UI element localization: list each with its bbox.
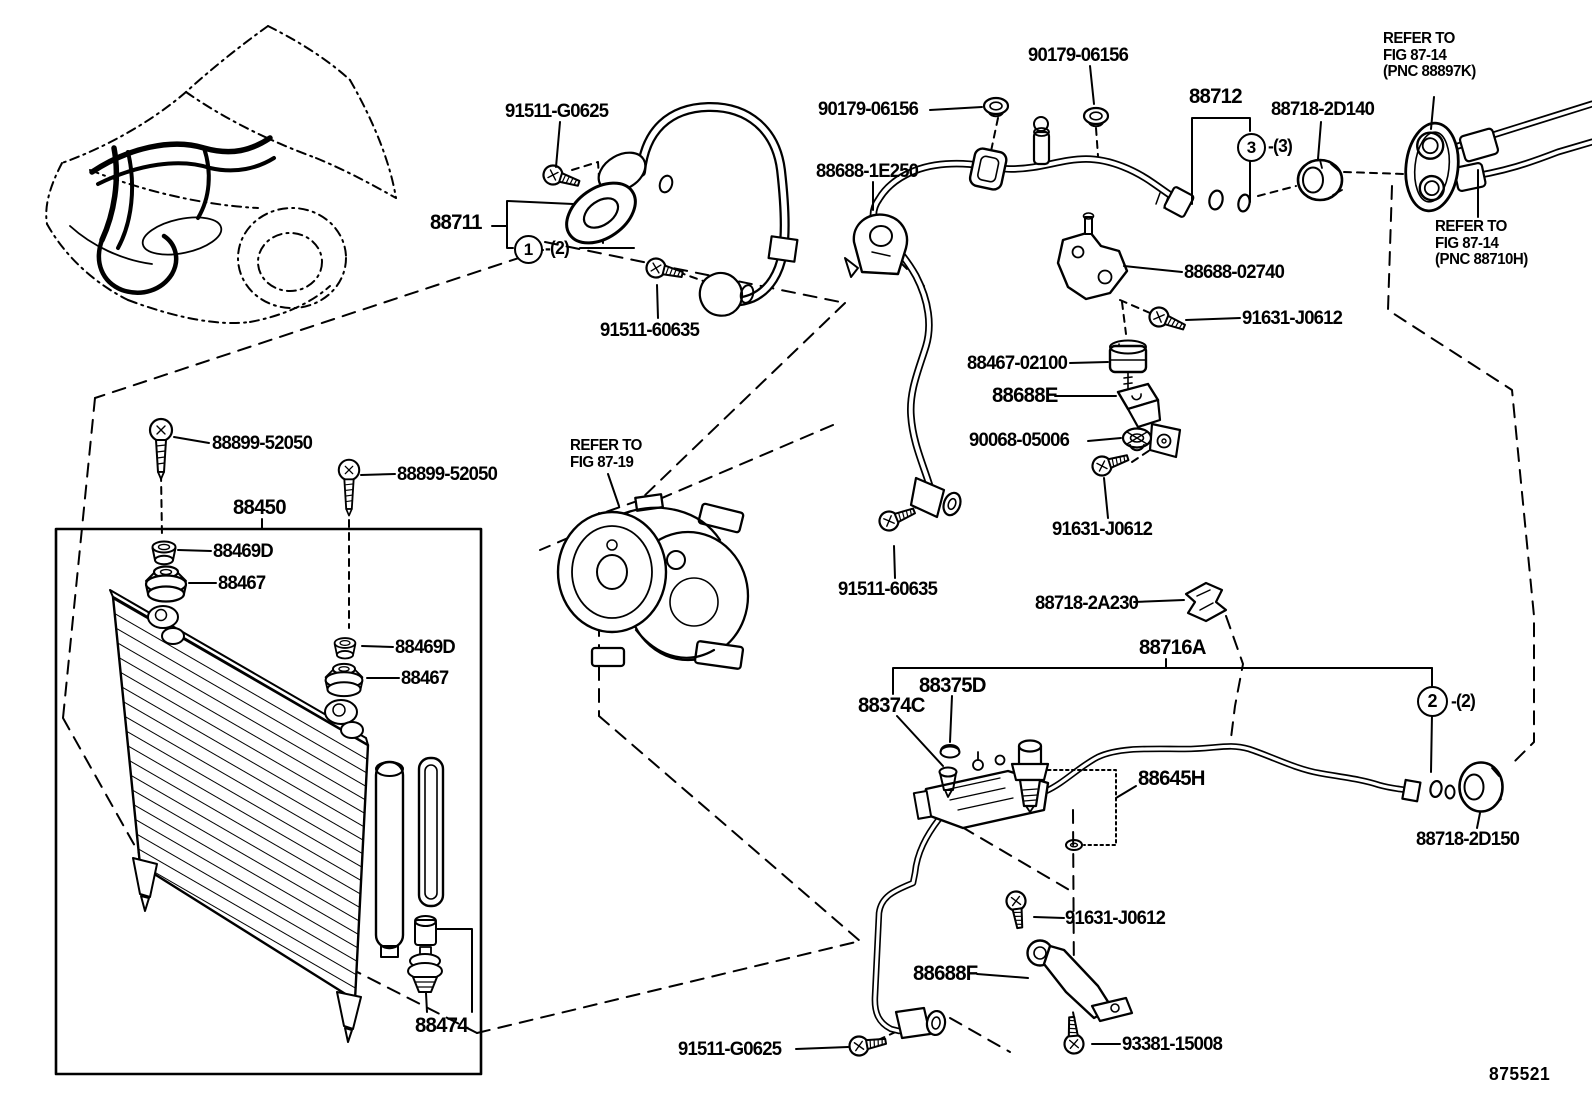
insulator-02100 [1108,344,1148,374]
ref-line: FIG 87-14 [1383,46,1447,64]
part-label-88718-2D150: 88718-2D150 [1416,829,1520,850]
part-label-88469D-upper: 88469D [213,541,274,562]
part-label-91631-J0612-upper: 91631-J0612 [1242,308,1343,329]
ref-line: REFER TO [570,437,642,454]
part-label-88716A: 88716A [1139,636,1206,659]
ref-line: (PNC 88710H) [1435,251,1528,268]
part-label-91631-J0612-bottom: 91631-J0612 [1065,908,1166,929]
part-label-88450: 88450 [233,496,287,519]
engine-bay-hoses [89,135,276,295]
condenser-assembly-drawing [54,527,483,1076]
suction-hose-drawing [565,101,799,317]
part-label-91511-60635-lower: 91511-60635 [838,579,938,600]
part-label-88688E: 88688E [992,384,1058,407]
cooler-grommet-plate [1404,121,1460,213]
brackets-drawing [844,158,1344,1023]
part-label-93381-15008: 93381-15008 [1122,1034,1223,1055]
ref-line: REFER TO [1383,30,1455,47]
callout-qty-1: -(2) [545,238,570,258]
condenser-frame-box [54,527,483,1076]
reference-note-fig-87-19: REFER TO FIG 87-19 [570,437,642,471]
ref-line: FIG 87-19 [570,453,634,471]
callout-number-3: 3 [1246,137,1257,157]
figure-code: 875521 [1489,1064,1551,1084]
clamp-1e250 [852,213,909,276]
part-label-88899-52050-right: 88899-52050 [397,464,498,485]
car-sketch-drawing [45,25,397,325]
discharge-pipe-drawing [869,116,1251,519]
drier-cap-parts-88474 [407,915,443,993]
ref-line: FIG 87-14 [1435,234,1499,252]
part-label-90179-06156-left: 90179-06156 [818,99,919,120]
part-label-88718-2A230: 88718-2A230 [1035,593,1139,614]
callout-circle-1: 1 [514,235,543,264]
reference-note-fig-87-14-pnc-88897k: REFER TO FIG 87-14 (PNC 88897K) [1383,30,1476,81]
compressor-drawing [556,493,750,670]
reference-note-fig-87-14-pnc-88710h: REFER TO FIG 87-14 (PNC 88710H) [1435,218,1528,269]
ref-line: (PNC 88897K) [1383,63,1476,80]
part-label-88474: 88474 [415,1014,469,1037]
part-label-88711: 88711 [430,211,482,234]
callout-circle-3: 3 [1237,133,1266,162]
receiver-drier [374,760,405,950]
oil-cooler-pipes-drawing [1404,100,1592,213]
part-label-88718-2D140: 88718-2D140 [1271,99,1375,120]
part-label-91511-G0625-top: 91511-G0625 [505,101,609,122]
part-label-90179-06156-top: 90179-06156 [1028,45,1129,66]
part-label-88467-upper: 88467 [218,573,266,594]
clamp-2a230 [1184,581,1228,623]
callout-circle-2: 2 [1417,686,1448,717]
part-label-88375D: 88375D [919,674,986,697]
callout-number-1: 1 [523,239,534,259]
part-label-88374C: 88374C [858,694,925,717]
bracket-02740 [1056,230,1129,301]
part-label-91511-G0625-bottom: 91511-G0625 [678,1039,782,1060]
part-label-88469D-lower: 88469D [395,637,456,658]
part-label-91511-60635-top: 91511-60635 [600,320,700,341]
part-label-88899-52050-left: 88899-52050 [212,433,313,454]
condenser-core [111,595,370,1002]
ref-line: REFER TO [1435,218,1507,235]
pressure-switch-88645h [1017,739,1043,753]
part-label-88712: 88712 [1189,85,1243,108]
part-label-88645H: 88645H [1138,767,1205,790]
liquid-pipe-drawing [871,743,1504,1040]
callout-qty-3: -(3) [1268,136,1293,156]
part-label-88467-lower: 88467 [401,668,449,689]
callout-qty-2: -(2) [1451,691,1476,711]
leader-lines [173,65,1481,1050]
part-label-91631-J0612-mid: 91631-J0612 [1052,519,1153,540]
part-label-90068-05006: 90068-05006 [969,430,1070,451]
part-label-88688-02740: 88688-02740 [1184,262,1285,283]
callout-number-2: 2 [1427,691,1438,711]
part-label-88467-02100: 88467-02100 [967,353,1068,374]
part-label-88688-1E250: 88688-1E250 [816,161,919,182]
part-label-88688F: 88688F [913,962,978,985]
